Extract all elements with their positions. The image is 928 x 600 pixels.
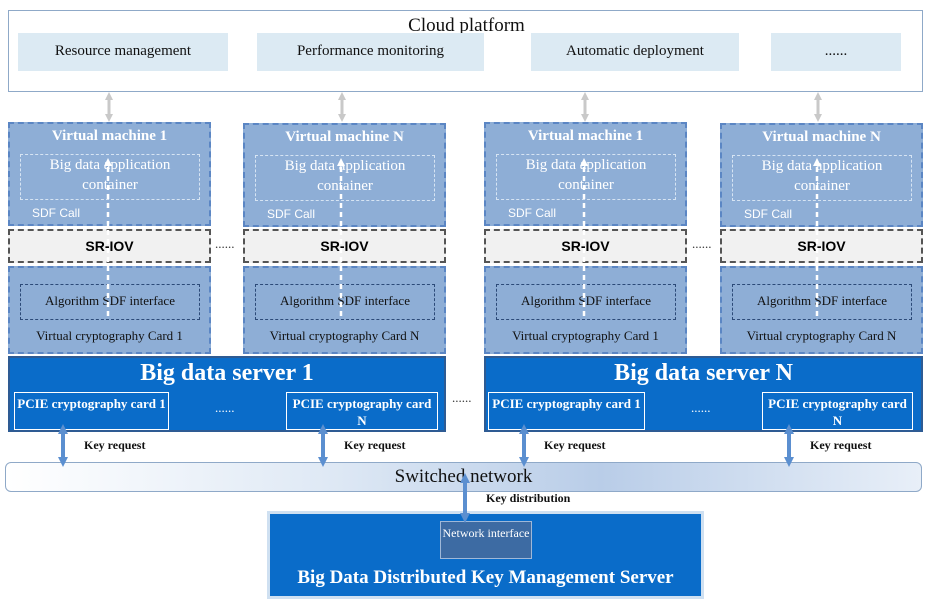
performance-monitoring-module: Performance monitoring bbox=[257, 33, 484, 71]
ellipsis: ...... bbox=[692, 236, 712, 251]
virtual-machine-1a: Virtual machine 1 Big data application c… bbox=[8, 122, 211, 226]
virtual-machine-na: Virtual machine N Big data application c… bbox=[243, 123, 446, 227]
algorithm-sdf-interface: Algorithm SDF interface bbox=[496, 284, 676, 320]
virtual-crypto-card-1a: Algorithm SDF interface Virtual cryptogr… bbox=[8, 266, 211, 354]
resource-management-module: Resource management bbox=[18, 33, 228, 71]
pcie-crypto-card: PCIE cryptography card 1 bbox=[488, 392, 645, 430]
algorithm-sdf-interface: Algorithm SDF interface bbox=[20, 284, 200, 320]
vm-title: Virtual machine N bbox=[762, 129, 881, 145]
ellipsis: ...... bbox=[691, 400, 711, 415]
network-interface: Network interface bbox=[440, 521, 532, 559]
key-request-label: Key request bbox=[84, 438, 146, 452]
pcie-crypto-card: PCIE cryptography card N bbox=[286, 392, 438, 430]
server-title: Big data server 1 bbox=[140, 360, 314, 386]
sdf-call-label: SDF Call bbox=[508, 206, 557, 220]
big-data-container: Big data application container bbox=[255, 155, 435, 201]
key-request-label: Key request bbox=[344, 438, 406, 452]
more-modules: ...... bbox=[771, 33, 901, 71]
virtual-crypto-card-na: Algorithm SDF interface Virtual cryptogr… bbox=[243, 266, 446, 354]
vm-title: Virtual machine N bbox=[285, 129, 404, 145]
kms-title: Big Data Distributed Key Management Serv… bbox=[297, 567, 674, 588]
vm-title: Virtual machine 1 bbox=[51, 128, 168, 144]
sdf-call-label: SDF Call bbox=[267, 207, 316, 221]
ellipsis: ...... bbox=[452, 390, 472, 405]
vcc-label: Virtual cryptography Card N bbox=[269, 328, 420, 343]
virtual-crypto-card-nb: Algorithm SDF interface Virtual cryptogr… bbox=[720, 266, 923, 354]
sdf-call-label: SDF Call bbox=[744, 207, 793, 221]
key-distribution-label: Key distribution bbox=[486, 491, 571, 505]
server-title: Big data server N bbox=[614, 360, 793, 386]
key-request-label: Key request bbox=[544, 438, 606, 452]
key-request-label: Key request bbox=[810, 438, 872, 452]
ellipsis: ...... bbox=[215, 236, 235, 251]
algorithm-sdf-interface: Algorithm SDF interface bbox=[732, 284, 912, 320]
ellipsis: ...... bbox=[215, 400, 235, 415]
cloud-platform-title: Cloud platform bbox=[408, 15, 525, 36]
big-data-server-n: Big data server N PCIE cryptography card… bbox=[484, 356, 923, 432]
big-data-container: Big data application container bbox=[732, 155, 912, 201]
virtual-machine-nb: Virtual machine N Big data application c… bbox=[720, 123, 923, 227]
sr-iov-bar: SR-IOV bbox=[484, 229, 687, 263]
pcie-crypto-card: PCIE cryptography card N bbox=[762, 392, 913, 430]
automatic-deployment-module: Automatic deployment bbox=[531, 33, 739, 71]
vcc-label: Virtual cryptography Card 1 bbox=[512, 328, 659, 343]
sr-iov-bar: SR-IOV bbox=[8, 229, 211, 263]
virtual-machine-1b: Virtual machine 1 Big data application c… bbox=[484, 122, 687, 226]
sdf-call-label: SDF Call bbox=[32, 206, 81, 220]
vcc-label: Virtual cryptography Card N bbox=[746, 328, 897, 343]
virtual-crypto-card-1b: Algorithm SDF interface Virtual cryptogr… bbox=[484, 266, 687, 354]
sr-iov-bar: SR-IOV bbox=[243, 229, 446, 263]
algorithm-sdf-interface: Algorithm SDF interface bbox=[255, 284, 435, 320]
pcie-crypto-card: PCIE cryptography card 1 bbox=[14, 392, 169, 430]
vcc-label: Virtual cryptography Card 1 bbox=[36, 328, 183, 343]
sr-iov-bar: SR-IOV bbox=[720, 229, 923, 263]
big-data-server-1: Big data server 1 PCIE cryptography card… bbox=[8, 356, 446, 432]
key-management-server: Network interface Big Data Distributed K… bbox=[267, 511, 704, 599]
vm-title: Virtual machine 1 bbox=[527, 128, 644, 144]
